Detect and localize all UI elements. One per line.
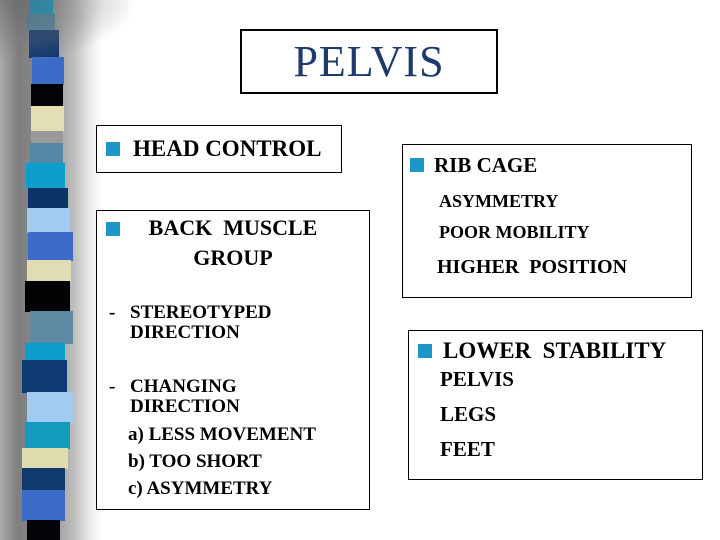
lower-stability-item: PELVIS <box>440 367 514 391</box>
stripe-segment <box>25 281 70 312</box>
stripe-segment <box>28 188 68 209</box>
stripe-segment <box>30 143 63 164</box>
dash-bullet: - <box>109 302 116 323</box>
stripe-segment <box>28 232 73 261</box>
back-muscle-panel: BACK MUSCLE GROUP - STEREOTYPED DIRECTIO… <box>96 210 370 510</box>
changing-direction-text: CHANGING DIRECTION <box>130 377 240 417</box>
lower-stability-heading: LOWER STABILITY <box>443 338 667 363</box>
stripe-segment <box>22 360 67 393</box>
head-control-label: HEAD CONTROL <box>133 136 322 161</box>
rib-cage-item: ASYMMETRY <box>439 191 559 211</box>
bullet-square-icon <box>418 344 432 358</box>
rib-cage-item: HIGHER POSITION <box>437 256 628 278</box>
lettered-sublist: a) LESS MOVEMENT b) TOO SHORT c) ASYMMET… <box>128 421 316 502</box>
head-control-panel: HEAD CONTROL <box>96 125 342 173</box>
lower-stability-item: FEET <box>440 437 495 461</box>
bullet-square-icon <box>410 158 424 172</box>
stripe-segment <box>22 468 65 491</box>
stripe-segment <box>31 84 63 107</box>
stripe-segment <box>29 30 59 58</box>
item-line: DIRECTION <box>130 396 240 417</box>
stripe-segment <box>32 57 64 85</box>
sublist-item-c: c) ASYMMETRY <box>128 478 273 499</box>
back-muscle-heading: BACK MUSCLE GROUP <box>97 213 369 273</box>
stripe-segment <box>29 0 53 15</box>
stripe-segment <box>26 14 55 31</box>
item-line: CHANGING <box>130 376 237 397</box>
rib-cage-item: POOR MOBILITY <box>439 222 590 242</box>
stripe-segment <box>27 392 73 423</box>
dash-bullet: - <box>109 376 116 397</box>
page-title: PELVIS <box>293 37 445 86</box>
stripe-segment <box>25 422 70 449</box>
stripe-segment <box>22 448 68 469</box>
lower-stability-item: LEGS <box>440 402 497 426</box>
back-muscle-heading-line2: GROUP <box>193 245 273 270</box>
stripe-segment <box>26 163 65 189</box>
stereotyped-direction-text: STEREOTYPED DIRECTION <box>130 303 271 343</box>
decorative-stripe <box>0 0 102 540</box>
list-item: - STEREOTYPED DIRECTION <box>109 303 271 343</box>
lower-stability-panel: LOWER STABILITY PELVIS LEGS FEET <box>408 330 703 480</box>
bullet-square-icon <box>106 222 120 236</box>
rib-cage-heading: RIB CAGE <box>434 153 538 177</box>
list-item: - CHANGING DIRECTION <box>109 377 240 417</box>
rib-cage-panel: RIB CAGE ASYMMETRY POOR MOBILITY HIGHER … <box>402 144 692 298</box>
item-line: STEREOTYPED <box>130 302 272 323</box>
bullet-square-icon <box>106 142 120 156</box>
item-line: DIRECTION <box>130 322 240 343</box>
stripe-segment <box>31 131 63 144</box>
title-box: PELVIS <box>240 29 498 94</box>
lower-stability-items: PELVIS LEGS FEET <box>440 362 514 467</box>
stripe-segment <box>30 311 73 344</box>
stripe-segment <box>27 520 60 540</box>
sublist-item-b: b) TOO SHORT <box>128 451 262 472</box>
sublist-item-a: a) LESS MOVEMENT <box>128 424 316 445</box>
stripe-segment <box>27 260 71 282</box>
stripe-segment <box>25 343 65 361</box>
back-muscle-heading-line1: BACK MUSCLE <box>148 215 318 240</box>
stripe-segment <box>22 490 65 521</box>
stripe-segment <box>27 208 70 233</box>
stripe-segment <box>31 106 64 132</box>
